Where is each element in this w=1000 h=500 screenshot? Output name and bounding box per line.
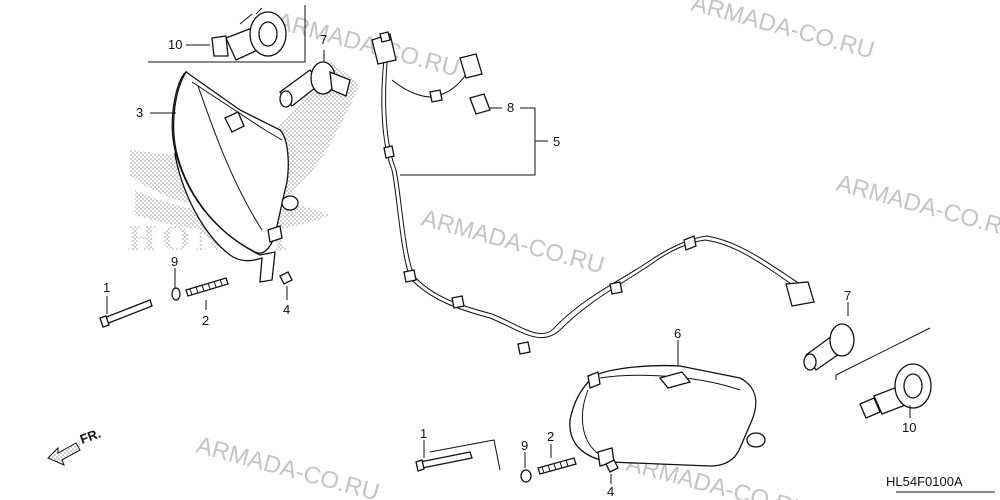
callout-3: 3 [136, 105, 143, 120]
callout-10-right: 10 [902, 420, 916, 435]
watermark-top: ARMADA-CO.RU [273, 8, 462, 83]
watermark-top-right: ARMADA-CO.RU [688, 0, 877, 64]
direction-label: FR. [78, 426, 103, 447]
callout-2-left: 2 [202, 313, 209, 328]
bulb-box-top [148, 5, 306, 63]
callout-7-right: 7 [844, 288, 851, 303]
watermark-center: ARMADA-CO.RU [418, 205, 607, 280]
callout-10-top: 10 [168, 37, 182, 52]
callout-4-right: 4 [607, 484, 614, 499]
bulb-7-right [803, 302, 855, 371]
bracket-5 [400, 107, 548, 176]
callout-1-left: 1 [103, 280, 110, 295]
front-direction-arrow [47, 442, 81, 466]
right-headlight [569, 340, 766, 467]
callout-5: 5 [553, 134, 560, 149]
callout-8: 8 [507, 100, 514, 115]
wiring-harness [371, 31, 815, 355]
left-headlight [171, 70, 299, 283]
bulb-7-top [279, 50, 351, 108]
diagram-code: HL54F0100A [886, 474, 963, 489]
callout-9-right: 9 [521, 438, 528, 453]
right-fasteners [415, 439, 619, 483]
callout-1-right: 1 [420, 426, 427, 441]
callout-2-right: 2 [547, 429, 554, 444]
watermark-right: ARMADA-CO.RU [833, 170, 1000, 245]
callout-7-top: 7 [320, 32, 327, 47]
callout-4-left: 4 [283, 302, 290, 317]
callout-6: 6 [674, 326, 681, 341]
left-fasteners [99, 271, 293, 328]
bulb-box-right [835, 327, 995, 493]
watermark-bottom: ARMADA-CO.RU [193, 432, 382, 500]
callout-9-left: 9 [171, 254, 178, 269]
